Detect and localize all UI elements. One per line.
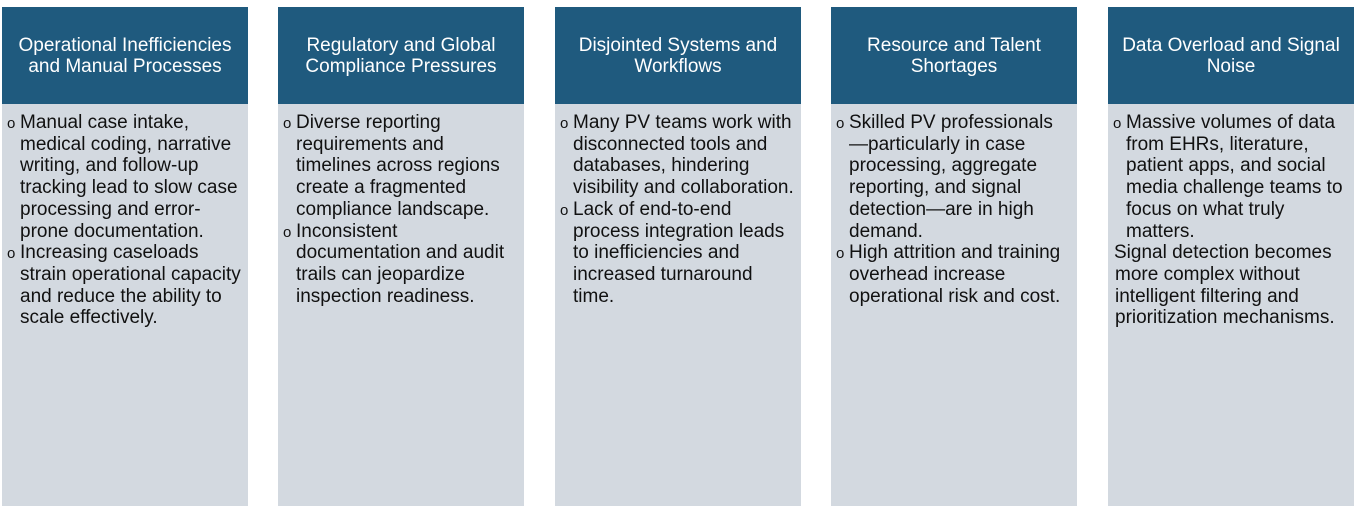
- column-regulatory-compliance: Regulatory and Global Compliance Pressur…: [278, 7, 524, 506]
- column-title: Data Overload and Signal Noise: [1122, 34, 1340, 77]
- bullet-marker: o: [1113, 115, 1122, 132]
- bullet-marker: o: [560, 201, 569, 219]
- column-body: o Manual case intake, medical coding, na…: [2, 104, 248, 506]
- column-header: Regulatory and Global Compliance Pressur…: [278, 7, 524, 104]
- column-operational-inefficiencies: Operational Inefficiencies and Manual Pr…: [2, 7, 248, 506]
- column-resource-talent: Resource and Talent Shortages o Skilled …: [831, 7, 1077, 506]
- bullet-marker: o: [560, 115, 569, 132]
- list-item: o Inconsistent documentation and audit t…: [283, 221, 518, 308]
- bullet-text: Lack of end-to-end process integration l…: [573, 198, 785, 307]
- column-title: Regulatory and Global Compliance Pressur…: [305, 34, 497, 77]
- bullet-text: Manual case intake, medical coding, narr…: [20, 112, 238, 242]
- bullet-marker: o: [283, 115, 292, 132]
- body-paragraph: Signal detection becomes more complex wi…: [1114, 242, 1335, 329]
- bullet-text: Skilled PV professionals—particularly in…: [849, 112, 1053, 242]
- column-header: Operational Inefficiencies and Manual Pr…: [2, 7, 248, 104]
- bullet-marker: o: [836, 115, 845, 132]
- column-body: o Diverse reporting requirements and tim…: [278, 104, 524, 506]
- list-item: o Manual case intake, medical coding, na…: [7, 112, 242, 242]
- column-title: Operational Inefficiencies and Manual Pr…: [18, 34, 232, 77]
- column-data-overload: Data Overload and Signal Noise o Massive…: [1108, 7, 1354, 506]
- column-body: o Skilled PV professionals—particularly …: [831, 104, 1077, 506]
- column-header: Resource and Talent Shortages: [831, 7, 1077, 104]
- bullet-marker: o: [7, 115, 16, 132]
- list-item: o Increasing caseloads strain operationa…: [7, 242, 242, 329]
- list-item: o Lack of end-to-end process integration…: [560, 199, 795, 308]
- column-disjointed-systems: Disjointed Systems and Workflows o Many …: [555, 7, 801, 506]
- list-item: o Skilled PV professionals—particularly …: [836, 112, 1071, 242]
- list-item: o Massive volumes of data from EHRs, lit…: [1113, 112, 1348, 242]
- bullet-marker: o: [7, 245, 16, 263]
- bullet-marker: o: [836, 245, 845, 263]
- list-item: o Diverse reporting requirements and tim…: [283, 112, 518, 221]
- column-body: o Many PV teams work with disconnected t…: [555, 104, 801, 506]
- bullet-text: High attrition and training overhead inc…: [849, 242, 1061, 307]
- bullet-text: Many PV teams work with disconnected too…: [573, 112, 794, 199]
- list-item: o Many PV teams work with disconnected t…: [560, 112, 795, 199]
- bullet-text: Inconsistent documentation and audit tra…: [296, 220, 505, 307]
- column-title: Disjointed Systems and Workflows: [578, 34, 778, 77]
- list-item: o High attrition and training overhead i…: [836, 242, 1071, 307]
- column-title: Resource and Talent Shortages: [867, 34, 1041, 77]
- column-header: Data Overload and Signal Noise: [1108, 7, 1354, 104]
- column-body: o Massive volumes of data from EHRs, lit…: [1108, 104, 1354, 506]
- column-header: Disjointed Systems and Workflows: [555, 7, 801, 104]
- bullet-marker: o: [283, 223, 292, 241]
- bullet-text: Diverse reporting requirements and timel…: [296, 112, 500, 220]
- bullet-text: Increasing caseloads strain operational …: [20, 242, 241, 329]
- bullet-text: Massive volumes of data from EHRs, liter…: [1126, 112, 1343, 242]
